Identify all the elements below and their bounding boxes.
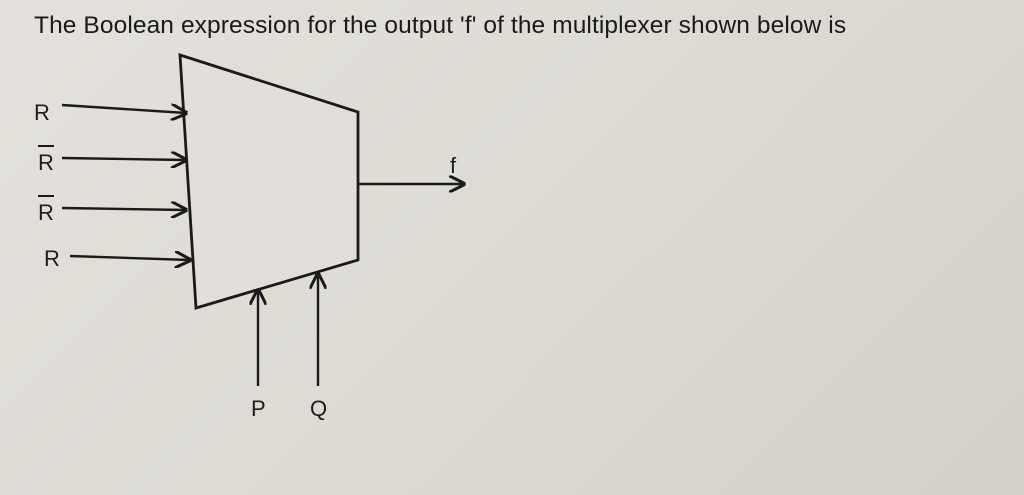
- select-label-p: P: [251, 396, 266, 421]
- output-label: f: [450, 153, 457, 178]
- input-wire-1: [61, 158, 186, 160]
- input-label-0: R: [34, 100, 50, 125]
- input-wire-2: [61, 208, 186, 210]
- input-label-1: R: [38, 150, 54, 175]
- input-wire-3: [69, 256, 190, 260]
- input-wire-0: [61, 105, 186, 113]
- input-label-2: R: [38, 200, 54, 225]
- input-label-3: R: [44, 246, 60, 271]
- mux-body: [178, 53, 360, 310]
- question-text: The Boolean expression for the output 'f…: [34, 12, 847, 39]
- select-label-q: Q: [310, 396, 327, 421]
